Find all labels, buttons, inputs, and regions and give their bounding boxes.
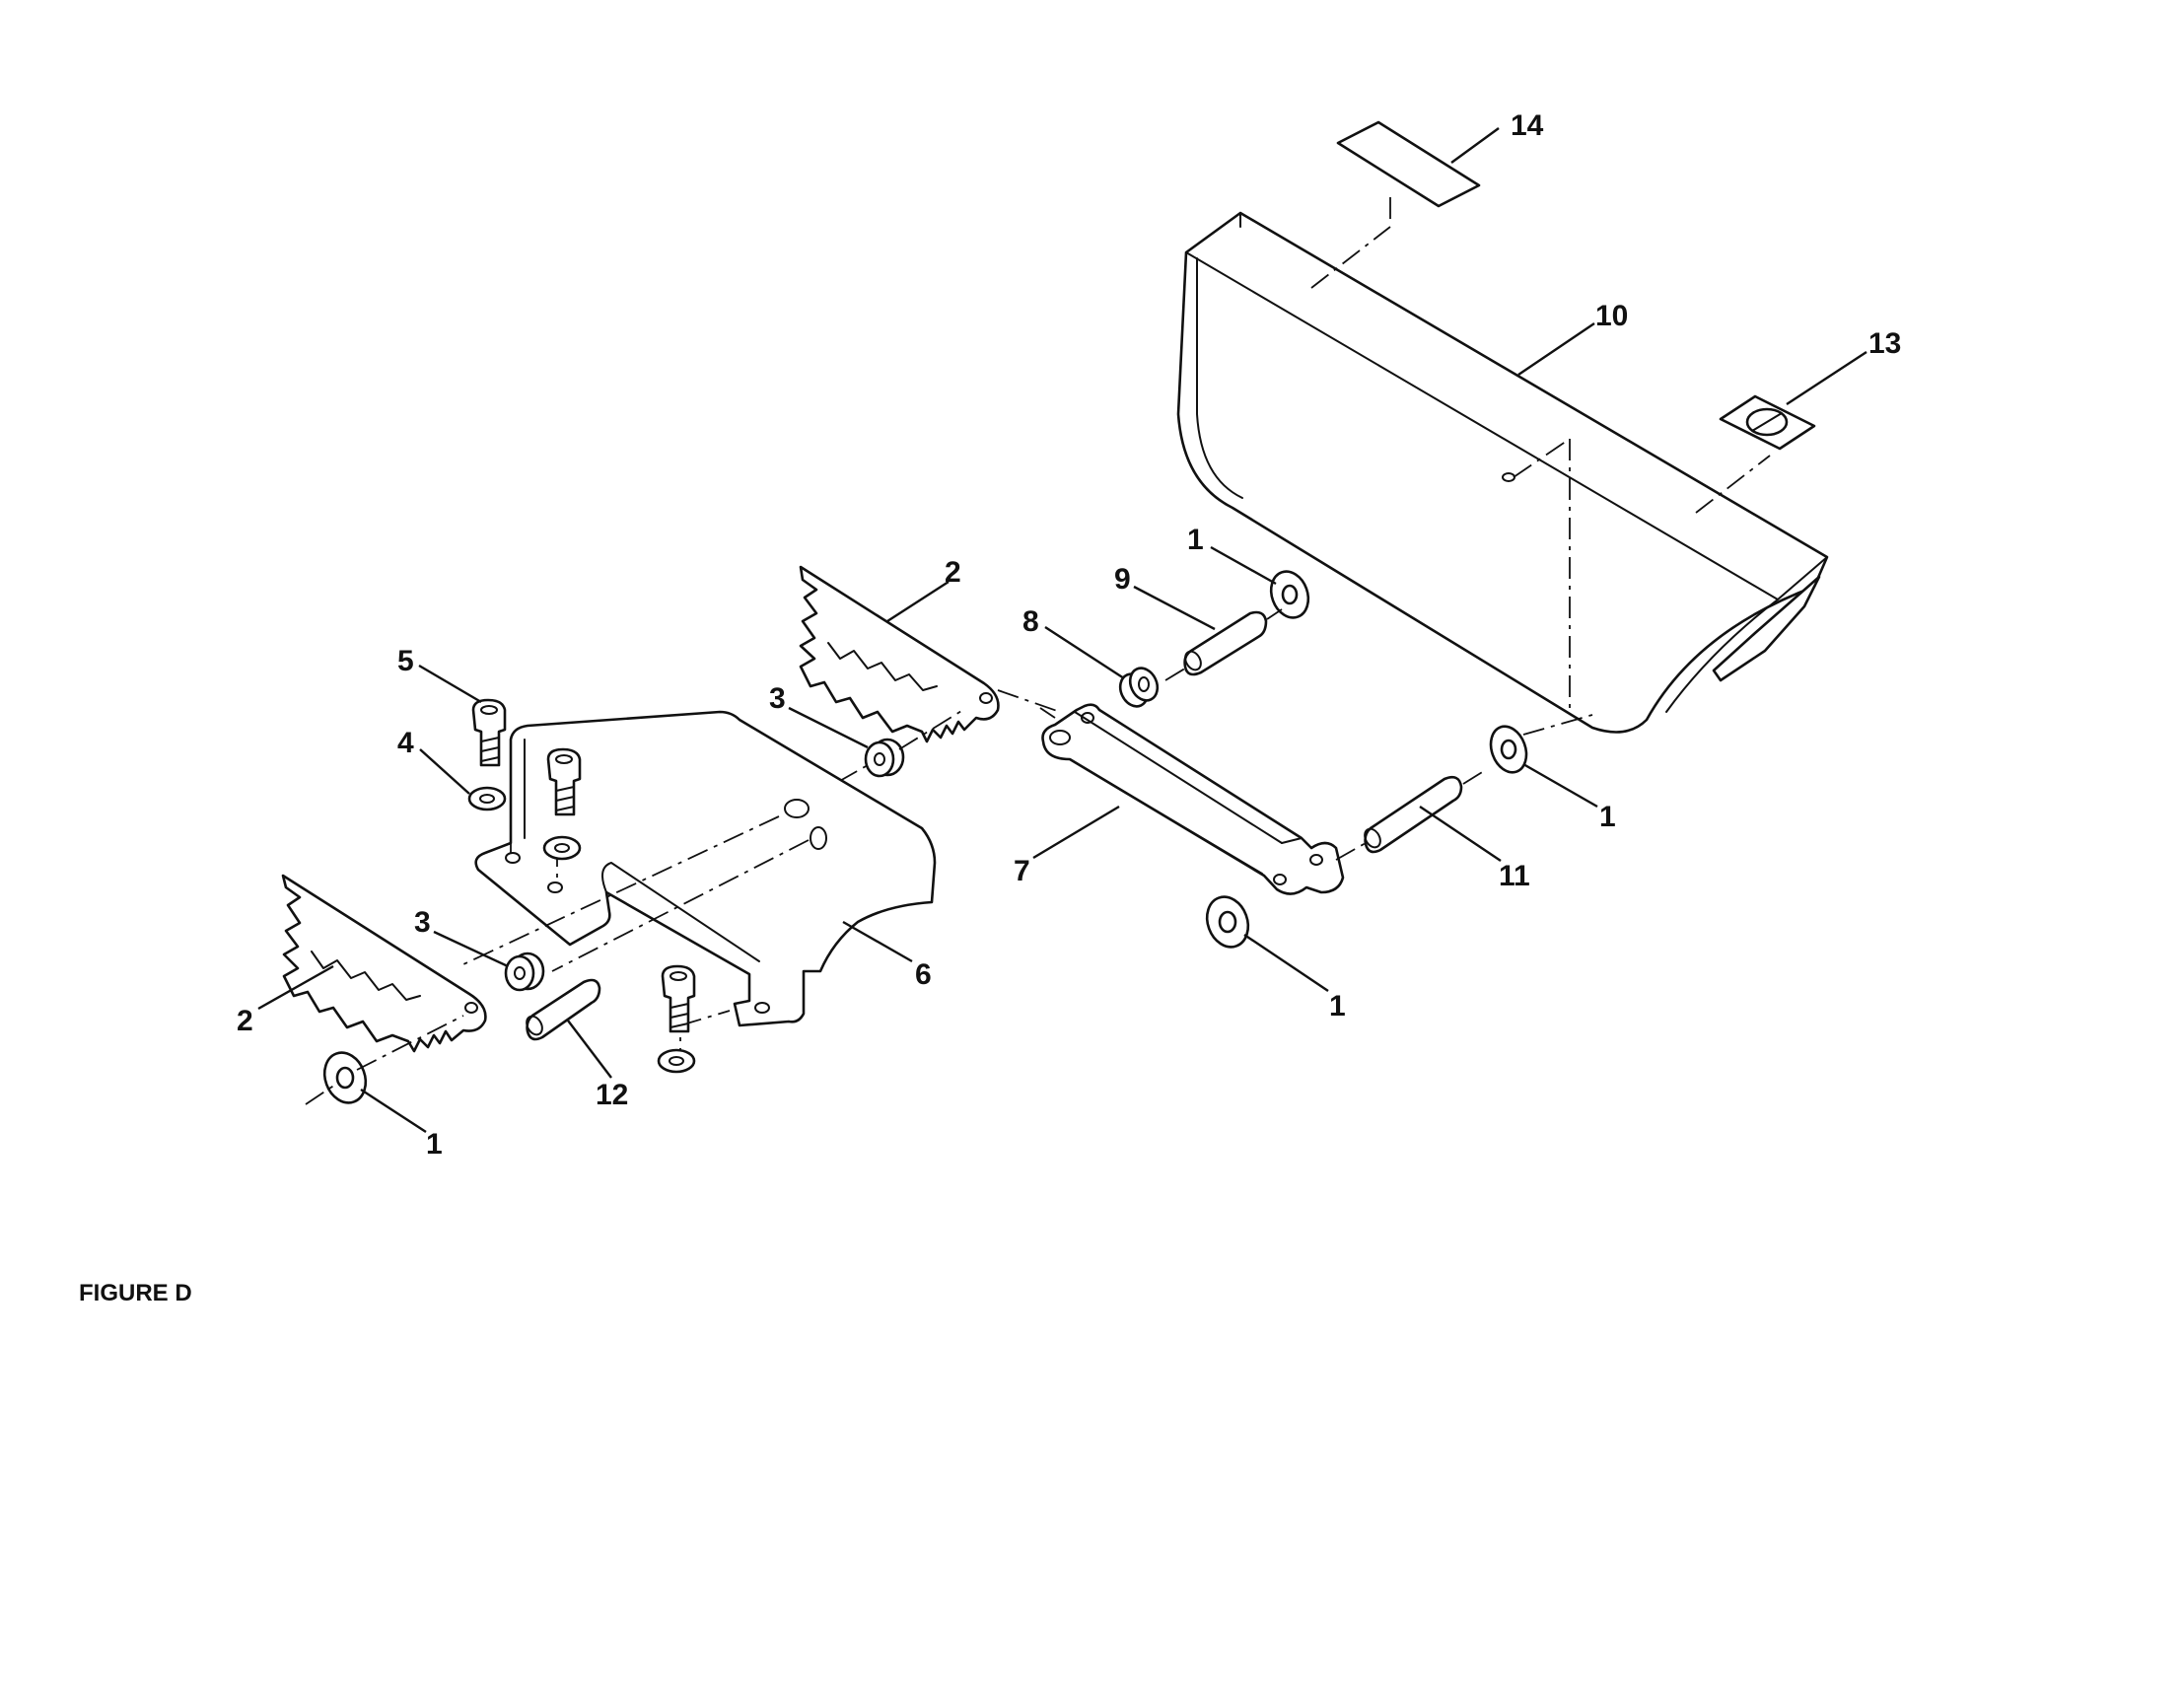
callout-12: 12 (596, 1079, 628, 1111)
leader-8 (1044, 625, 1125, 680)
callout-2: 2 (945, 556, 961, 589)
part-7-arm (1039, 703, 1345, 895)
part-2-pawl-upper (799, 565, 1000, 743)
callout-6: 6 (915, 958, 932, 991)
part-5-screw-lower (661, 964, 696, 1033)
callout-2: 2 (237, 1005, 253, 1037)
leader-6 (842, 920, 913, 963)
part-9-pin (1164, 608, 1283, 681)
leader-5 (418, 664, 482, 704)
leader-2b (257, 964, 334, 1011)
callout-10: 10 (1595, 300, 1628, 332)
part-8-spring-nut (1118, 667, 1160, 708)
leader-3a (788, 706, 869, 749)
part-1-washer-right (1489, 725, 1528, 774)
leader-lines (257, 127, 1867, 1134)
part-4-washer-lower (657, 1048, 696, 1074)
leader-3b (433, 930, 509, 968)
leader-10 (1517, 322, 1595, 376)
leader-14 (1450, 127, 1500, 164)
leader-1b (1522, 762, 1598, 809)
leader-2a (886, 580, 950, 623)
callout-3: 3 (414, 906, 431, 939)
callout-11: 11 (1499, 860, 1530, 892)
leader-12 (567, 1020, 612, 1079)
callout-5: 5 (397, 645, 414, 677)
part-10-guard-cover (1176, 211, 1829, 736)
leader-13 (1786, 350, 1867, 406)
leader-11 (1419, 806, 1502, 862)
callout-8: 8 (1022, 605, 1039, 638)
leader-9 (1133, 585, 1216, 631)
part-6-splitter-plate (462, 710, 937, 1070)
part-4-washer-middle (542, 835, 582, 861)
callout-4: 4 (397, 727, 414, 759)
callout-1: 1 (1599, 801, 1616, 833)
part-5-screw-left (471, 698, 507, 767)
callout-14: 14 (1511, 109, 1544, 142)
part-11-pin (1335, 770, 1485, 861)
part-1-washer-lower-left (305, 1015, 464, 1105)
callout-1: 1 (1329, 990, 1346, 1022)
part-5-screw-middle (546, 747, 582, 816)
callout-7: 7 (1014, 855, 1030, 887)
part-4-washer-left (467, 786, 507, 811)
leader-1d (360, 1088, 427, 1134)
part-12-pin (526, 978, 601, 1041)
part-3-spacer-lower (504, 952, 545, 992)
callout-1: 1 (1187, 524, 1204, 556)
callout-1: 1 (426, 1128, 443, 1161)
part-2-pawl-lower (281, 874, 487, 1053)
leader-7 (1032, 805, 1120, 860)
callout-3: 3 (769, 682, 786, 715)
callout-13: 13 (1868, 327, 1901, 360)
part-3-spacer-upper (837, 689, 1061, 783)
part-1-washer-upper (1269, 570, 1310, 619)
leader-1c (1243, 934, 1329, 992)
part-13-round-plate (1719, 394, 1816, 451)
callout-labels: 14 10 13 1 9 2 8 5 3 4 1 7 11 3 6 1 2 12… (237, 109, 1901, 1161)
leader-4 (419, 748, 470, 795)
part-1-washer-lower-center (1205, 895, 1250, 949)
part-14-label-plate (1336, 120, 1481, 219)
callout-9: 9 (1114, 563, 1131, 596)
figure-caption: FIGURE D (79, 1280, 192, 1306)
leader-1a (1210, 545, 1277, 586)
